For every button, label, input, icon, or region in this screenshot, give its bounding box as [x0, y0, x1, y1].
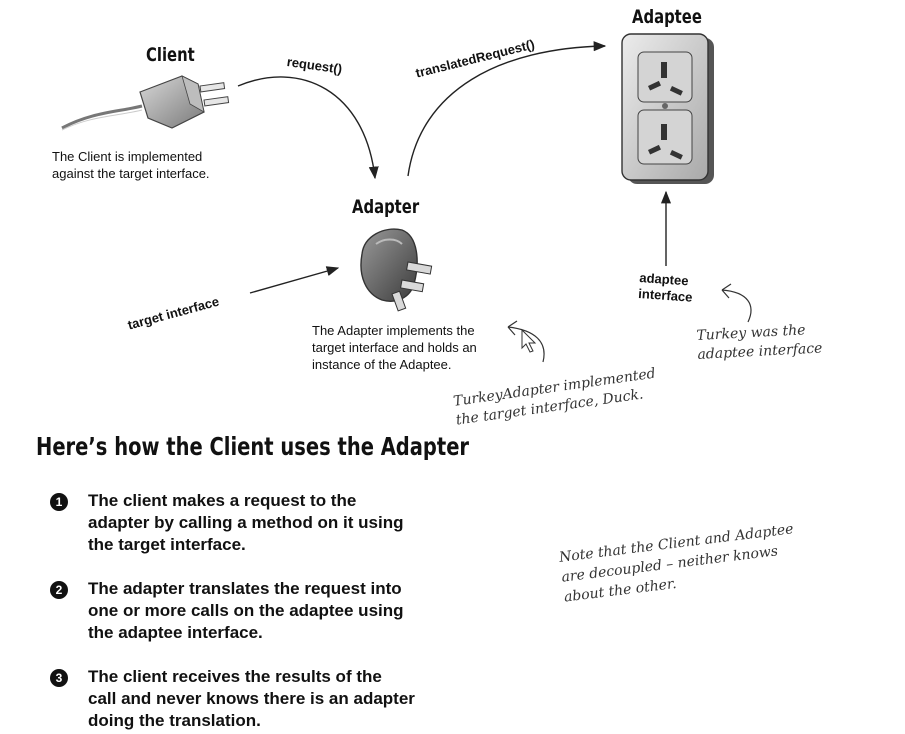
request-arrow — [237, 76, 379, 180]
section-heading: Here’s how the Client uses the Adapter — [36, 432, 470, 461]
step-2: 2 The adapter translates the request int… — [50, 578, 520, 644]
cursor-icon — [521, 328, 537, 353]
adapter-caption: The Adapter implements the target interf… — [312, 323, 477, 372]
adaptee-interface-label: adaptee interface — [637, 270, 693, 305]
turkeyadapter-note-arrow — [507, 326, 545, 363]
step-number-badge: 1 — [50, 493, 68, 511]
step-number-badge: 2 — [50, 581, 68, 599]
translated-request-arrow — [407, 41, 607, 177]
step-number-badge: 3 — [50, 669, 68, 687]
client-plug-icon — [61, 75, 230, 131]
turkey-note: Turkey was the adaptee interface — [696, 322, 823, 363]
target-interface-arrow — [249, 266, 340, 294]
adaptee-socket-icon — [621, 33, 714, 184]
adapter-label: Adapter — [352, 196, 420, 218]
adapter-plug-icon — [360, 228, 433, 312]
step-3: 3 The client receives the results of the… — [50, 666, 520, 732]
turkey-note-arrow — [721, 289, 752, 323]
client-caption: The Client is implemented against the ta… — [52, 149, 210, 181]
step-1: 1 The client makes a request to the adap… — [50, 490, 520, 556]
client-label: Client — [146, 44, 195, 66]
adaptee-label: Adaptee — [632, 6, 702, 28]
